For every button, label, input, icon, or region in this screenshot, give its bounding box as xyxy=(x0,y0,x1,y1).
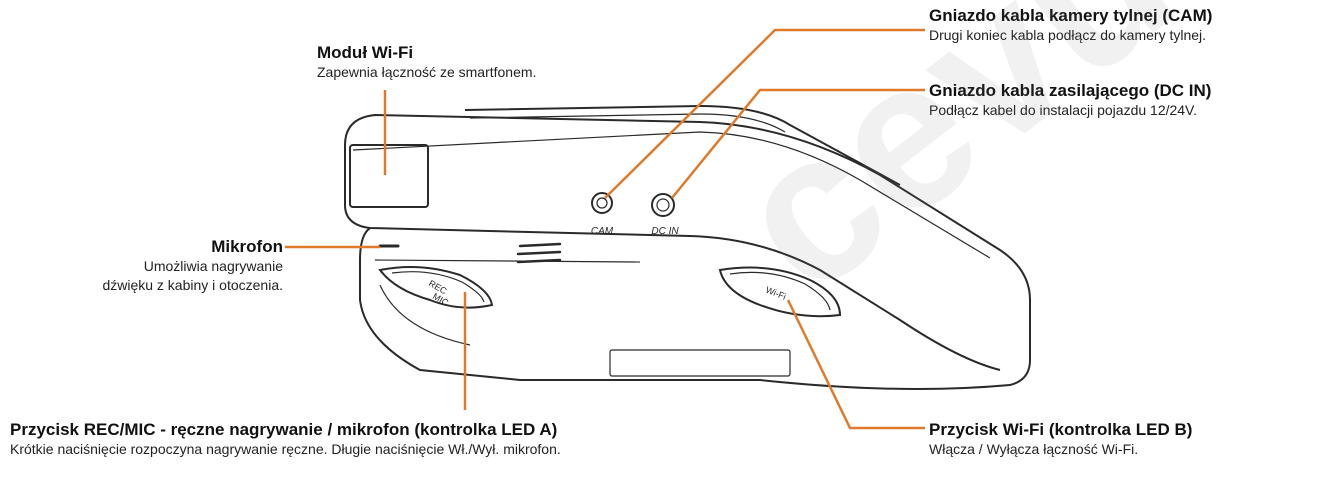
wifi-module-title: Moduł Wi-Fi xyxy=(317,43,414,62)
leader-dc xyxy=(671,88,925,199)
wifi-button-desc: Włącza / Wyłącza łączność Wi-Fi. xyxy=(929,441,1139,457)
wifi-button-title: Przycisk Wi-Fi (kontrolka LED B) xyxy=(929,420,1193,439)
leader-wifi-button xyxy=(786,299,925,430)
wifi-module-desc: Zapewnia łączność ze smartfonem. xyxy=(317,64,537,80)
dc-socket-desc: Podłącz kabel do instalacji pojazdu 12/2… xyxy=(929,102,1198,118)
cam-socket-desc: Drugi koniec kabla podłącz do kamery tyl… xyxy=(929,27,1207,43)
speaker-grille xyxy=(516,242,562,264)
dc-in-port-label: DC IN xyxy=(651,226,679,237)
device-bottom xyxy=(359,227,1011,390)
cam-socket xyxy=(591,192,613,214)
rec-mic-button xyxy=(378,265,494,309)
wifi-button-callout: Przycisk Wi-Fi (kontrolka LED B) Włącza … xyxy=(929,419,1192,459)
rec-button-desc: Krótkie naciśnięcie rozpoczyna nagrywani… xyxy=(10,441,561,457)
mount-ridge xyxy=(464,104,901,186)
wifi-button-label: Wi-Fi xyxy=(764,285,787,302)
microphone-callout: Mikrofon Umożliwia nagrywanie dźwięku z … xyxy=(102,236,283,295)
cam-port-label: CAM xyxy=(591,226,614,237)
wifi-module-callout: Moduł Wi-Fi Zapewnia łączność ze smartfo… xyxy=(317,42,536,82)
dc-socket-callout: Gniazdo kabla zasilającego (DC IN) Podłą… xyxy=(929,80,1211,120)
cam-socket-title: Gniazdo kabla kamery tylnej (CAM) xyxy=(929,6,1213,25)
device-front-face xyxy=(344,145,1001,371)
bottom-plate xyxy=(609,349,791,377)
wifi-module-window xyxy=(349,144,429,208)
dc-socket-title: Gniazdo kabla zasilającego (DC IN) xyxy=(929,81,1212,100)
leader-cam xyxy=(604,28,925,199)
dc-socket xyxy=(651,193,675,217)
device-top-edge xyxy=(344,113,1031,386)
wifi-button xyxy=(718,266,842,318)
microphone-title: Mikrofon xyxy=(211,237,283,256)
rec-button-callout: Przycisk REC/MIC - ręczne nagrywanie / m… xyxy=(10,419,561,459)
microphone-desc-line1: Umożliwia nagrywanie xyxy=(143,258,283,274)
cam-socket-callout: Gniazdo kabla kamery tylnej (CAM) Drugi … xyxy=(929,5,1212,45)
rec-button-title: Przycisk REC/MIC - ręczne nagrywanie / m… xyxy=(10,420,558,439)
microphone-desc-line2: dźwięku z kabiny i otoczenia. xyxy=(102,277,283,293)
